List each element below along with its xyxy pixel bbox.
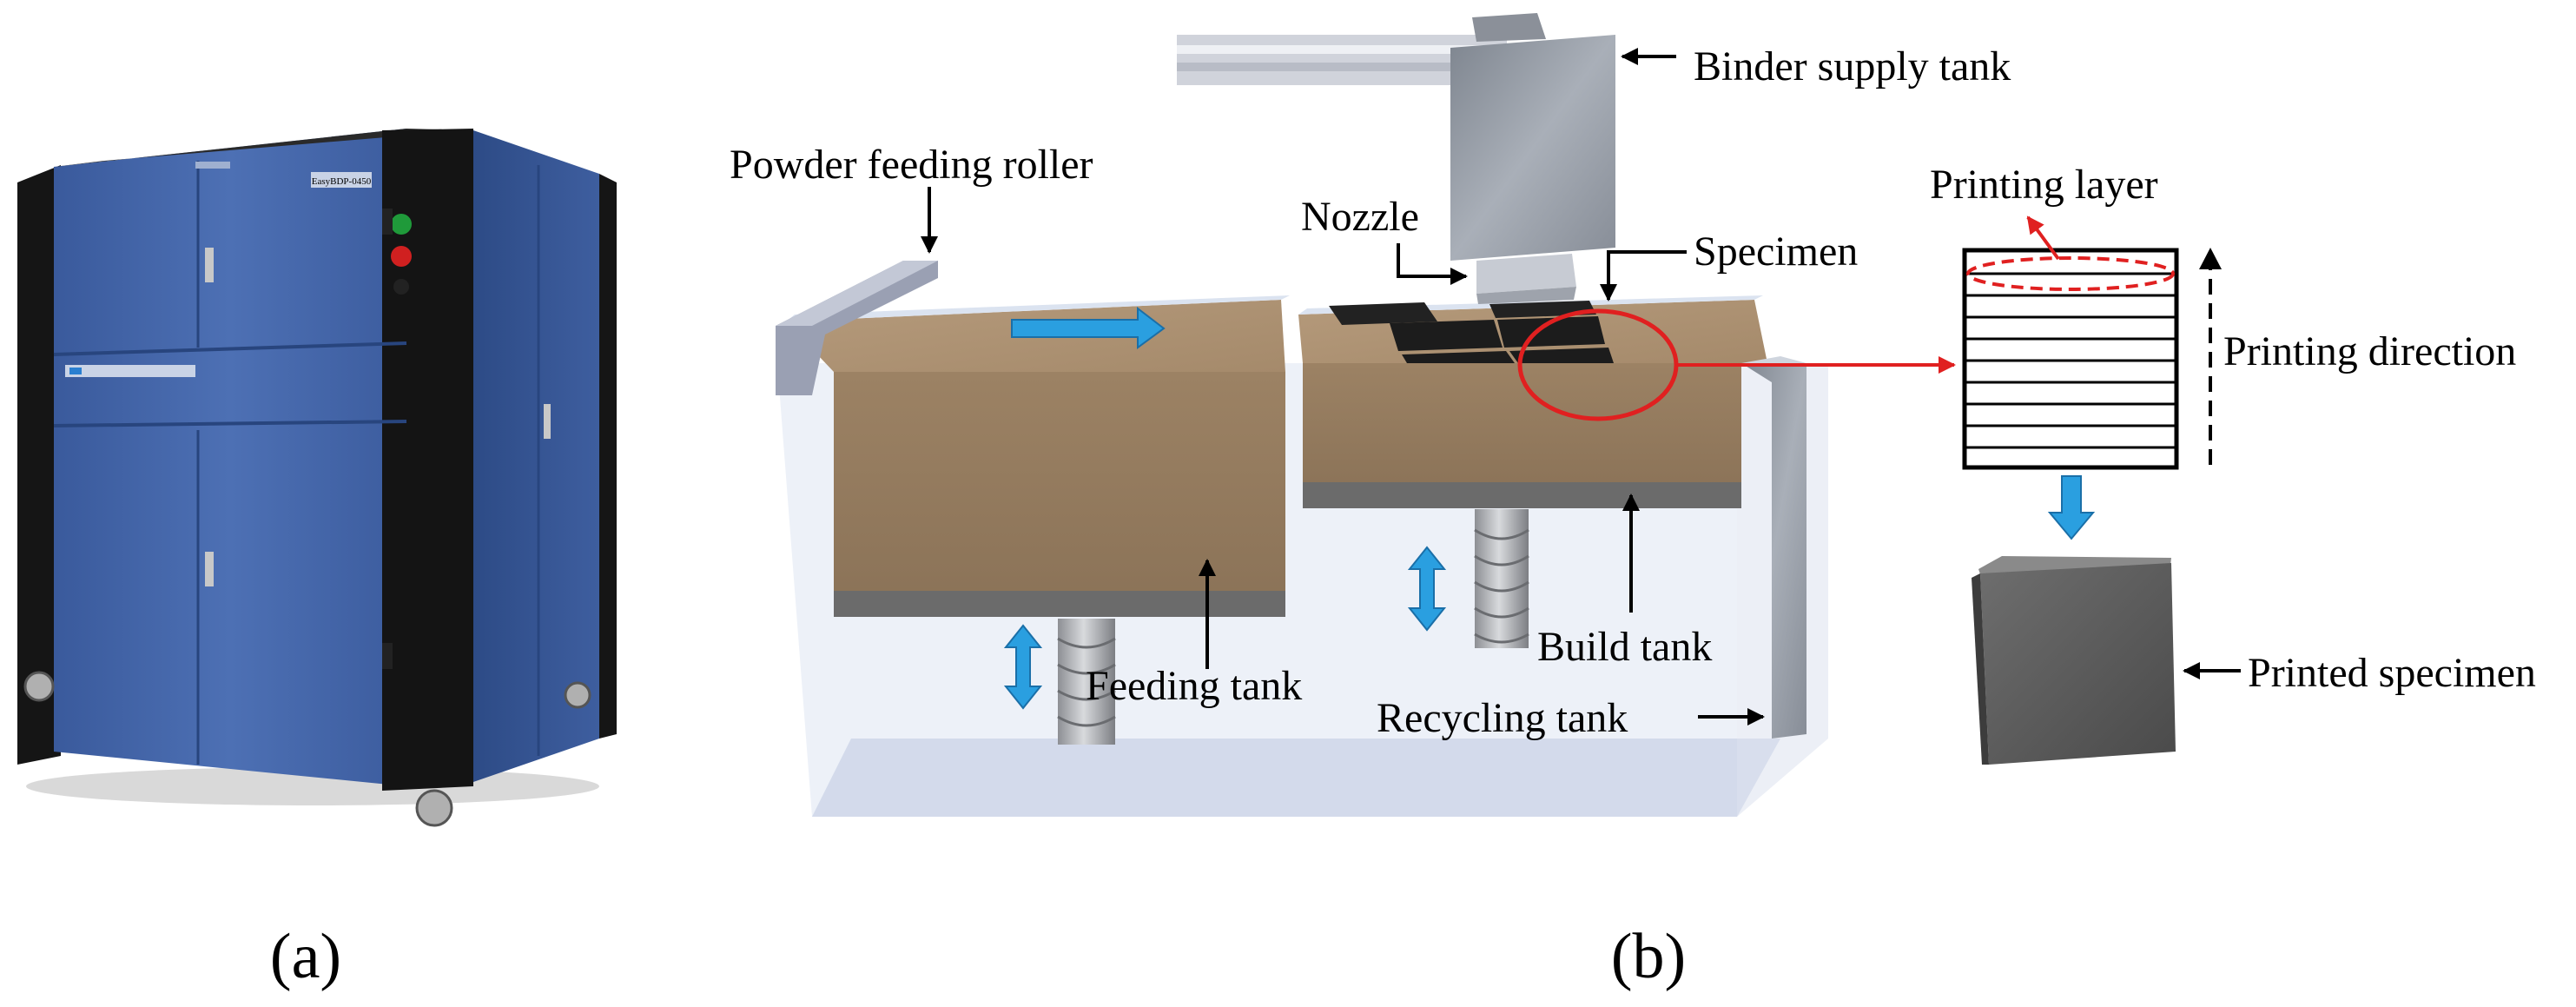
panel-a-caption: (a): [270, 921, 341, 992]
label-printing-direction: Printing direction: [2223, 328, 2516, 374]
label-specimen: Specimen: [1694, 229, 1858, 275]
label-printed-specimen: Printed specimen: [2248, 650, 2536, 696]
stack-to-cube-arrow: [2047, 475, 2096, 540]
machine-plate-text: EasyBDP-0450: [312, 176, 372, 187]
label-feeding-tank: Feeding tank: [1086, 663, 1302, 709]
label-powder-feeding-roller: Powder feeding roller: [730, 142, 1093, 188]
leader-specimen: [1600, 250, 1687, 301]
roller-motion-arrow: [1011, 306, 1166, 349]
leader-nozzle: [1397, 243, 1468, 285]
feeding-tank-block: [786, 295, 1290, 617]
printing-direction-arrow: [2199, 248, 2222, 465]
specimen-highlight: [1517, 308, 1956, 421]
feeding-vertical-arrow: [1003, 624, 1043, 710]
printing-layer-stack: [1962, 215, 2179, 470]
label-nozzle: Nozzle: [1301, 194, 1419, 240]
label-binder-supply-tank: Binder supply tank: [1694, 43, 2011, 89]
label-recycling-tank: Recycling tank: [1377, 695, 1628, 741]
build-piston-screw: [1474, 509, 1529, 648]
label-printing-layer: Printing layer: [1930, 162, 2158, 208]
machine-illustration: EasyBDP-0450: [17, 129, 617, 827]
printed-specimen-cube: [1972, 556, 2176, 765]
panel-b-caption: (b): [1611, 921, 1686, 992]
recycling-tank-wall: [1741, 356, 1807, 739]
specimen-grid: [1329, 301, 1614, 363]
feeding-piston-screw: [1057, 619, 1116, 745]
powder-feeding-roller: [776, 261, 938, 395]
build-vertical-arrow: [1407, 546, 1447, 632]
binder-supply-tank: [1450, 13, 1615, 304]
label-build-tank: Build tank: [1537, 624, 1712, 670]
